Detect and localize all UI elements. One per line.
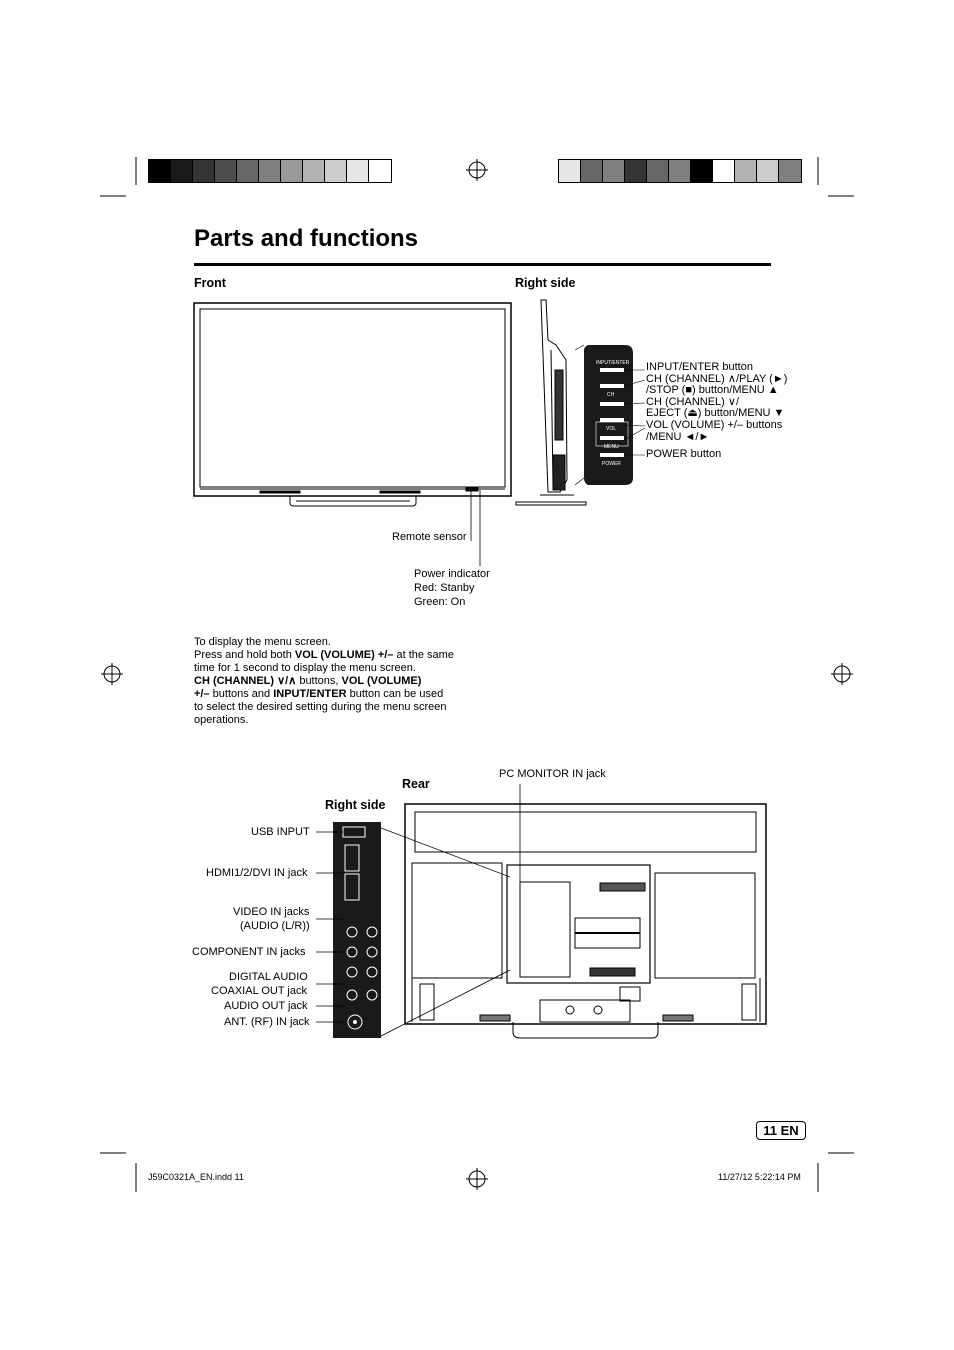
rear-right-side-heading: Right side [325,798,386,812]
panel-label-vol: VOL [606,426,617,432]
panel-label-menu: MENU [604,444,619,450]
power-indicator-green: Green: On [414,596,466,608]
rear-leaders [316,784,521,1037]
color-swatch [669,160,691,182]
side-leaders [574,344,646,486]
color-swatch [303,160,325,182]
rear-terminal-panel [333,822,381,1038]
color-swatch [559,160,581,182]
panel-label-input: INPUT/ENTER [596,360,630,366]
front-heading: Front [194,276,226,290]
instr-line3: time for 1 second to display the menu sc… [194,662,416,674]
coaxial-out-label: COAXIAL OUT jack [211,985,307,997]
crop-marks [100,157,854,1192]
audio-lr-label: (AUDIO (L/R)) [240,920,310,932]
page-title: Parts and functions [194,225,419,252]
callout-eject: EJECT (⏏) button/MENU ▼ [646,407,785,419]
component-label: COMPONENT IN jacks [192,946,306,958]
panel-label-ch: CH [607,392,615,398]
side-tv-drawing [515,299,587,506]
menu-instructions: To display the menu screen. Press and ho… [194,636,484,727]
callout-stop: /STOP (■) button/MENU ▲ [646,384,779,396]
footer-date: 11/27/12 5:22:14 PM [718,1172,801,1182]
callout-ch-down: CH (CHANNEL) ∨/ [646,396,740,408]
page-number-badge: 11 EN [756,1121,806,1140]
side-control-panel [584,345,633,485]
color-swatch [347,160,369,182]
color-swatch [581,160,603,182]
instr-line5: +/– buttons and INPUT/ENTER button can b… [194,688,444,700]
color-swatch [757,160,779,182]
title-rule [194,263,771,266]
callout-power: POWER button [646,448,722,460]
color-swatch [603,160,625,182]
color-swatch [369,160,391,182]
color-swatch [149,160,171,182]
instr-line6: to select the desired setting during the… [194,701,447,713]
color-swatch [259,160,281,182]
footer-file: J59C0321A_EN.indd 11 [148,1172,244,1182]
rear-heading: Rear [402,777,430,791]
pc-monitor-label: PC MONITOR IN jack [499,768,606,780]
color-swatch [779,160,801,182]
callout-ch-up: CH (CHANNEL) ∧/PLAY (►) [646,373,788,385]
callout-vol: VOL (VOLUME) +/– buttons [646,419,783,431]
callout-input-enter: INPUT/ENTER button [646,361,753,373]
video-in-label: VIDEO IN jacks [233,906,310,918]
color-bar-left [148,159,392,183]
color-swatch [215,160,237,182]
callout-menu-lr: /MENU ◄/► [646,431,710,443]
color-swatch [171,160,193,182]
color-swatch [647,160,669,182]
registration-target-icon [101,159,853,1190]
instr-line1: To display the menu screen. [194,636,331,648]
color-swatch [625,160,647,182]
digital-audio-label: DIGITAL AUDIO [229,971,308,983]
instr-line2: Press and hold both VOL (VOLUME) +/– at … [194,649,454,661]
instr-line4: CH (CHANNEL) ∨/∧ buttons, VOL (VOLUME) [194,675,422,687]
power-indicator-label: Power indicator [414,568,490,580]
color-swatch [735,160,757,182]
front-tv-drawing [193,302,512,507]
ant-rf-label: ANT. (RF) IN jack [224,1016,310,1028]
usb-input-label: USB INPUT [251,826,310,838]
color-swatch [193,160,215,182]
color-swatch [237,160,259,182]
right-side-heading: Right side [515,276,576,290]
panel-label-power: POWER [602,461,621,467]
power-indicator-red: Red: Stanby [414,582,475,594]
color-swatch [325,160,347,182]
front-leaders [470,488,481,566]
color-swatch [713,160,735,182]
color-swatch [281,160,303,182]
audio-out-label: AUDIO OUT jack [224,1000,308,1012]
color-swatch [691,160,713,182]
instr-line7: operations. [194,714,249,726]
remote-sensor-label: Remote sensor [392,531,467,543]
color-bar-right [558,159,802,183]
rear-tv-drawing [404,803,767,1039]
hdmi-label: HDMI1/2/DVI IN jack [206,867,308,879]
